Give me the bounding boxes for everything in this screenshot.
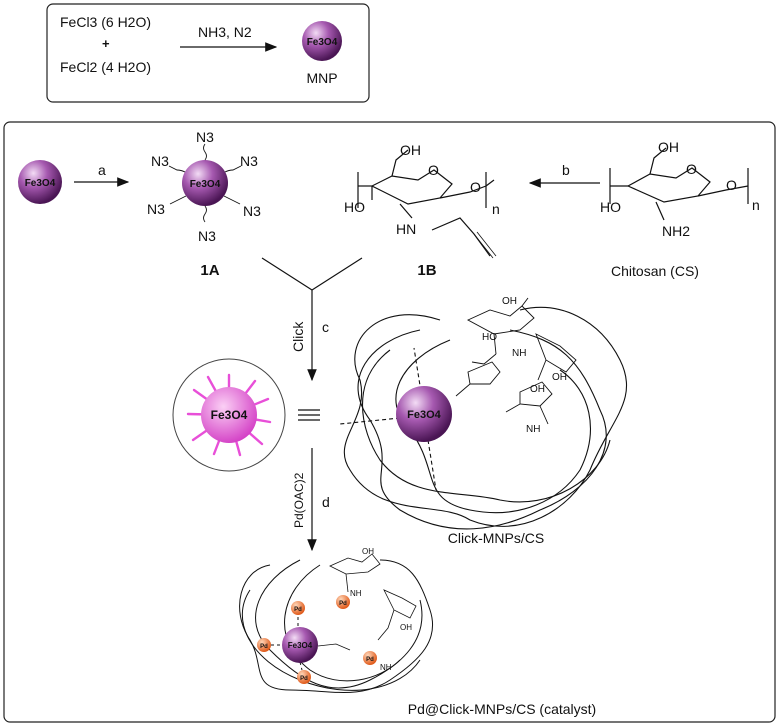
click-cs-oh-1: OH (502, 296, 517, 307)
chitosan-structure (609, 147, 749, 221)
main-box (3, 121, 776, 723)
click-cs-oh-4: OH (552, 372, 567, 383)
pd-atom-4 (336, 595, 350, 609)
azide-bottom: N3 (198, 228, 216, 244)
n-cs: n (752, 197, 760, 213)
azide-np-label: Fe3O4 (190, 179, 221, 190)
azide-squiggles (168, 143, 242, 223)
click-cs-np-sphere (396, 386, 452, 442)
equivalence-sign (298, 409, 320, 421)
start-np-label: Fe3O4 (25, 178, 56, 189)
azide-upper-left: N3 (151, 153, 169, 169)
azide-top: N3 (196, 129, 214, 145)
mnp-sphere (302, 21, 342, 61)
step-a-label: a (98, 162, 106, 178)
plus-sign: + (102, 36, 110, 51)
ring-o-cs: O (686, 161, 697, 177)
mnp-core-label: Fe3O4 (307, 37, 338, 48)
pd-atom-1 (291, 601, 305, 615)
propargyl-chitosan-structure (357, 149, 497, 259)
pd-label-1: Pd (294, 607, 302, 613)
nh2-cs: NH2 (662, 223, 690, 239)
urchin-label: Fe3O4 (211, 408, 248, 422)
pd-atom-2 (257, 638, 271, 652)
click-cs-nh-1: NH (512, 348, 526, 359)
click-cs-oh-2: HO (482, 332, 497, 343)
catalyst-label: Pd@Click-MNPs/CS (catalyst) (408, 701, 596, 717)
convergence-lines (261, 257, 363, 291)
reagent-fecl2: FeCl2 (4 H2O) (60, 59, 151, 75)
step-d-label: d (322, 494, 330, 510)
catalyst-oh-2: OH (400, 623, 412, 632)
catalyst-np-label: Fe3O4 (288, 641, 313, 650)
pd-label-3: Pd (300, 676, 308, 682)
click-cs-oh-3: OH (530, 384, 545, 395)
label-1a: 1A (200, 262, 219, 279)
azide-lower-left: N3 (147, 201, 165, 217)
n-1b: n (492, 201, 500, 217)
step-c-label: c (322, 319, 329, 335)
click-cs-np-label: Fe3O4 (407, 409, 442, 421)
top-conditions: NH3, N2 (198, 24, 252, 40)
reagent-fecl3: FeCl3 (6 H2O) (60, 14, 151, 30)
link-o-1b: O (470, 179, 481, 195)
catalyst-np-sphere (282, 627, 318, 663)
catalyst-nh-1: NH (350, 589, 362, 598)
step-b-label: b (562, 162, 570, 178)
click-cs-label: Click-MNPs/CS (448, 530, 544, 546)
catalyst-skeleton (317, 553, 417, 651)
azide-lower-right: N3 (243, 203, 261, 219)
pd-reagent-label: Pd(OAC)2 (292, 472, 306, 528)
ring-o-1b: O (428, 162, 439, 178)
mnp-label: MNP (306, 70, 337, 86)
click-cs-wavy-polymer (343, 306, 628, 530)
urchin-core (201, 387, 257, 443)
chitosan-label: Chitosan (CS) (611, 263, 699, 279)
label-1b: 1B (417, 262, 436, 279)
hn-1b: HN (396, 221, 416, 237)
catalyst-oh-1: OH (362, 547, 374, 556)
azide-np-sphere (182, 160, 228, 206)
pd-atom-3 (297, 670, 311, 684)
ho-cs: HO (600, 199, 621, 215)
oh-1b: OH (400, 142, 421, 158)
urchin-frame (172, 358, 286, 472)
start-np-sphere (18, 160, 62, 204)
link-o-cs: O (726, 177, 737, 193)
pd-label-5: Pd (366, 657, 374, 663)
catalyst-nh-2: NH (380, 663, 392, 672)
pd-label-2: Pd (260, 644, 268, 650)
azide-upper-right: N3 (240, 153, 258, 169)
pd-label-4: Pd (339, 601, 347, 607)
click-cs-skeleton (455, 297, 577, 425)
oh-cs: OH (658, 139, 679, 155)
top-box (46, 3, 370, 103)
click-cs-nh-2: NH (526, 424, 540, 435)
ho-1b: HO (344, 199, 365, 215)
click-label: Click (290, 321, 306, 352)
pd-atom-5 (363, 651, 377, 665)
